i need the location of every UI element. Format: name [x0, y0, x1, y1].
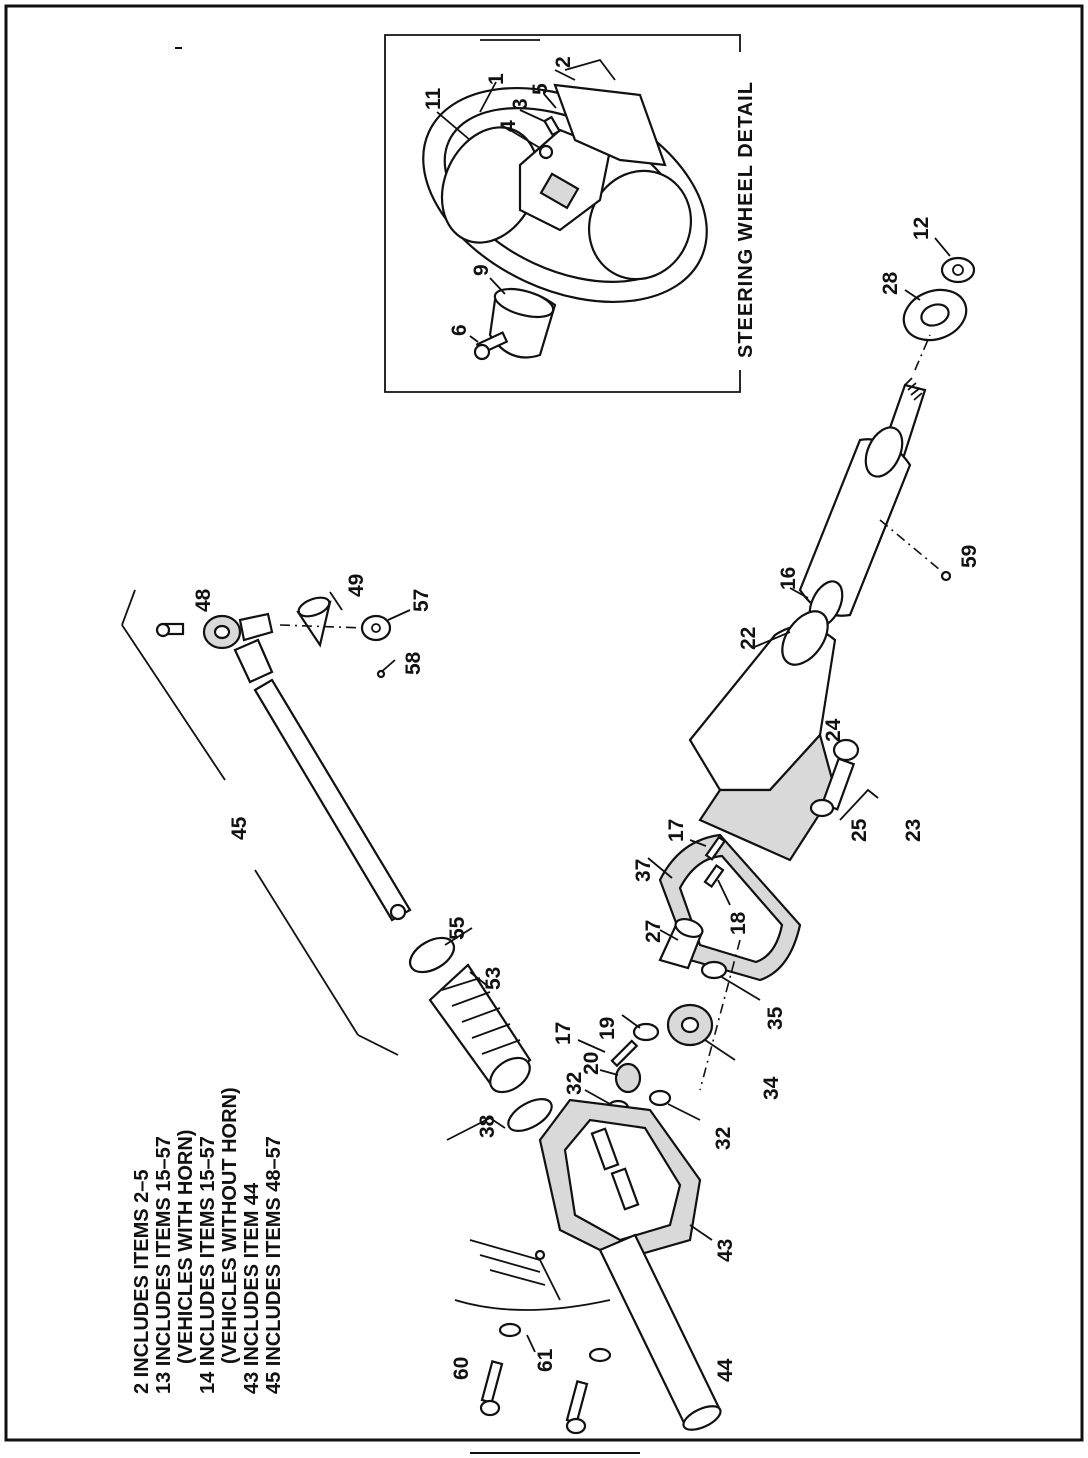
washer-61 [498, 1322, 522, 1338]
callout-53: 53 [482, 967, 505, 990]
legend-line-5: (VEHICLES WITHOUT HORN) [219, 1087, 241, 1364]
legend-line-4: 14 INCLUDES ITEMS 15–57 [197, 1136, 219, 1394]
bellows-boot-53 [428, 963, 532, 1094]
washer-61-b [588, 1347, 612, 1363]
callout-18: 18 [727, 911, 750, 935]
callout-55: 55 [446, 916, 469, 940]
callout-59: 59 [958, 545, 981, 568]
callout-37: 37 [632, 859, 655, 882]
page-frame [4, 4, 1084, 1442]
callout-17-lower: 17 [552, 1022, 575, 1045]
clamp-55 [408, 927, 473, 974]
rivet-59 [940, 570, 952, 582]
gear-34 [666, 1003, 714, 1047]
callout-6: 6 [448, 324, 471, 336]
washer-32-right [648, 1089, 672, 1107]
callout-38: 38 [476, 1114, 499, 1138]
callout-61: 61 [534, 1348, 557, 1372]
castle-nut-57 [360, 614, 392, 642]
nut-4 [538, 144, 554, 160]
pinion-20 [614, 1062, 642, 1094]
bolt-60 [479, 1360, 504, 1417]
callout-19: 19 [596, 1017, 619, 1040]
screw-6 [473, 331, 509, 361]
hub-cap [488, 287, 557, 359]
clip-23 [839, 788, 879, 821]
bolt-60-b [565, 1380, 589, 1435]
callout-32-right: 32 [712, 1127, 735, 1150]
legend-line-1: 2 INCLUDES ITEMS 2–5 [131, 1169, 153, 1394]
callout-2: 2 [552, 56, 575, 68]
horn-cover [553, 58, 667, 167]
legend-line-6: 43 INCLUDES ITEM 44 [241, 1182, 263, 1394]
callout-28: 28 [879, 271, 902, 295]
tie-rod [253, 678, 412, 922]
washer-35 [700, 960, 728, 980]
legend-notes: 2 INCLUDES ITEMS 2–5 13 INCLUDES ITEMS 1… [131, 1087, 285, 1394]
callout-22: 22 [737, 627, 760, 650]
callout-60: 60 [450, 1357, 473, 1380]
steering-shaft-44 [598, 1233, 722, 1431]
callout-57: 57 [410, 589, 433, 612]
steering-column-22 [688, 610, 837, 862]
tie-rod-end [202, 612, 274, 684]
upper-tube [798, 426, 912, 628]
spacer-28 [902, 288, 968, 342]
callout-43: 43 [714, 1239, 737, 1262]
bushing-27 [658, 917, 704, 970]
hole-marker [534, 1249, 546, 1261]
callout-24: 24 [822, 718, 845, 742]
callout-58: 58 [402, 651, 425, 675]
callout-49: 49 [345, 574, 368, 597]
callout-23: 23 [902, 819, 925, 842]
callout-20: 20 [580, 1052, 603, 1075]
detail-title: STEERING WHEEL DETAIL [735, 81, 757, 358]
callout-48: 48 [192, 588, 215, 612]
frame-member [454, 1239, 611, 1311]
gear-housing-43 [538, 1098, 702, 1262]
legend-line-2: 13 INCLUDES ITEMS 15–57 [153, 1136, 175, 1394]
callout-12: 12 [910, 217, 933, 240]
callout-9: 9 [470, 264, 493, 276]
callout-3: 3 [509, 98, 532, 110]
callout-34: 34 [760, 1076, 783, 1100]
callout-32-left: 32 [563, 1072, 586, 1095]
callout-25: 25 [848, 818, 871, 842]
callout-17-upper: 17 [665, 819, 688, 842]
callout-35: 35 [764, 1006, 787, 1030]
legend-line-3: (VEHICLES WITH HORN) [175, 1130, 197, 1364]
nut-12 [940, 256, 976, 284]
callout-4: 4 [497, 120, 520, 132]
pin-17-upper [704, 835, 727, 861]
cotter-pin-58 [376, 659, 396, 679]
dust-cover-49 [296, 596, 332, 648]
steering-wheel-detail-inset: STEERING WHEEL DETAIL [384, 34, 757, 393]
callout-27: 27 [642, 920, 665, 943]
screw-3 [543, 115, 561, 137]
washer-25 [809, 798, 835, 818]
bracket-45 [121, 589, 399, 1056]
legend-line-7: 45 INCLUDES ITEMS 48–57 [263, 1136, 285, 1394]
callout-11: 11 [422, 87, 445, 110]
callout-44: 44 [714, 1358, 737, 1382]
pin-17-lower [610, 1039, 639, 1068]
callout-45: 45 [228, 816, 251, 840]
callout-16: 16 [777, 567, 800, 590]
grease-fitting-48 [155, 622, 185, 638]
key-18 [703, 863, 725, 889]
callout-5: 5 [529, 83, 552, 95]
callout-1: 1 [485, 73, 508, 85]
seal-38 [446, 1098, 553, 1141]
